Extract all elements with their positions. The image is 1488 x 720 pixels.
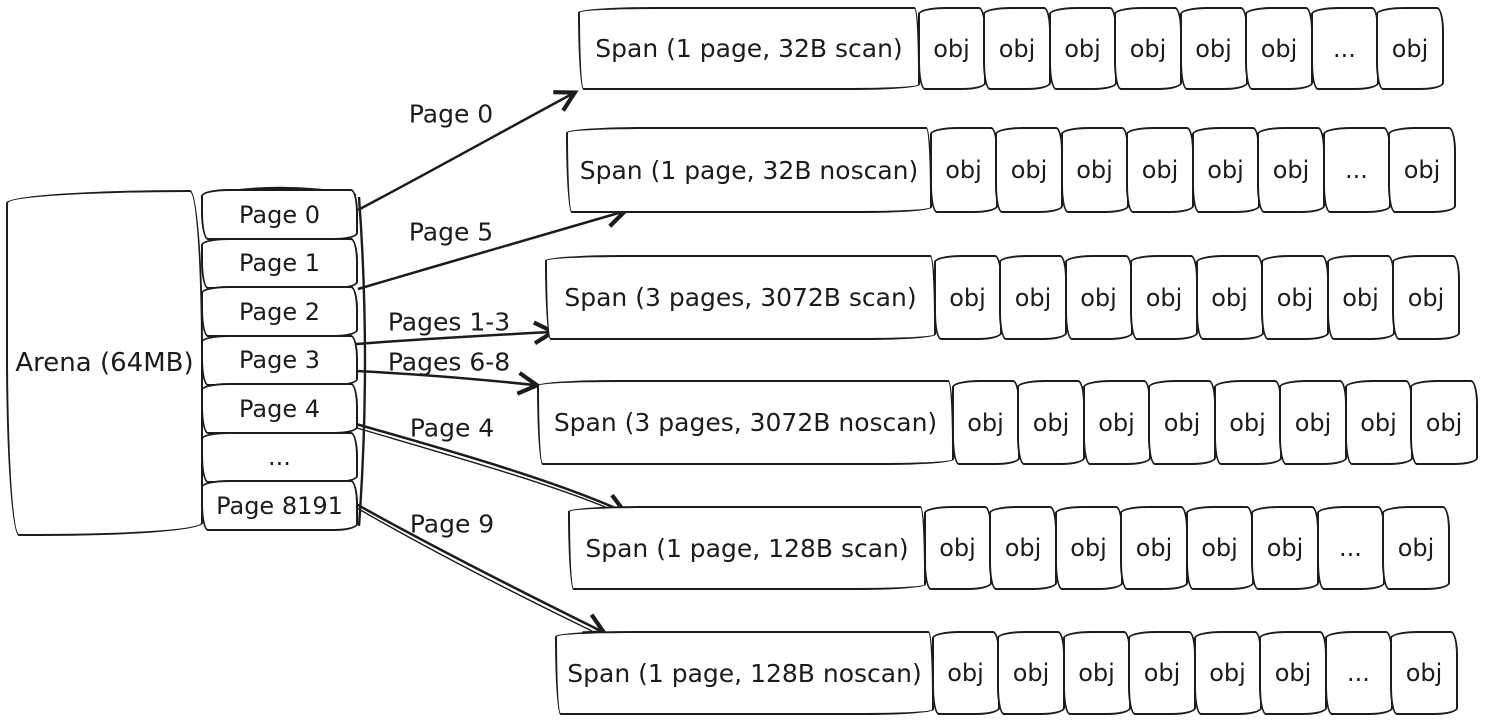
- obj-cell: obj: [1382, 506, 1450, 590]
- obj-cell: obj: [1376, 7, 1444, 90]
- obj-cell-ellipsis: ...: [1310, 7, 1379, 90]
- stack-right-bow: [357, 196, 367, 527]
- obj-cell: obj: [989, 506, 1057, 590]
- arrow-label-page0: Page 0: [408, 99, 494, 129]
- span-row-3072b-scan: Span (3 pages, 3072B scan) obj obj obj o…: [545, 255, 1460, 340]
- obj-cell: obj: [1410, 380, 1478, 465]
- obj-cell: obj: [1185, 506, 1254, 590]
- span-row-32b-scan: Span (1 page, 32B scan) obj obj obj obj …: [578, 7, 1444, 90]
- span-row-3072b-noscan: Span (3 pages, 3072B noscan) obj obj obj…: [537, 380, 1478, 465]
- obj-cell: obj: [1191, 127, 1260, 213]
- obj-cell: obj: [1126, 127, 1194, 213]
- obj-cell: obj: [995, 127, 1063, 213]
- obj-cell: obj: [997, 631, 1065, 715]
- span-row-32b-noscan: Span (1 page, 32B noscan) obj obj obj ob…: [566, 127, 1456, 213]
- obj-cell-ellipsis: ...: [1324, 631, 1393, 715]
- obj-cell: obj: [1388, 127, 1456, 213]
- obj-cell: obj: [1054, 506, 1123, 590]
- obj-cell: obj: [1251, 506, 1319, 590]
- arena-label: Arena (64MB): [15, 348, 194, 378]
- obj-cell: obj: [1082, 380, 1151, 465]
- page-cell: Page 2: [201, 286, 358, 337]
- span-label: Span (1 page, 128B scan): [568, 506, 926, 590]
- arena-box: Arena (64MB): [6, 190, 203, 536]
- span-label: Span (1 page, 32B noscan): [566, 127, 932, 213]
- obj-cell: obj: [931, 631, 1000, 715]
- arrow-label-pages13: Pages 1-3: [387, 307, 511, 337]
- obj-cell: obj: [1179, 7, 1248, 90]
- span-label: Span (3 pages, 3072B noscan): [537, 380, 954, 465]
- obj-cell: obj: [1279, 380, 1347, 465]
- obj-cell: obj: [1114, 7, 1182, 90]
- obj-cell: obj: [1213, 380, 1282, 465]
- span-label: Span (3 pages, 3072B scan): [545, 255, 936, 340]
- span-label: Span (1 page, 128B noscan): [555, 631, 934, 715]
- obj-cell: obj: [999, 255, 1067, 340]
- span-row-128b-scan: Span (1 page, 128B scan) obj obj obj obj…: [568, 506, 1450, 590]
- obj-cell: obj: [951, 380, 1020, 465]
- obj-cell: obj: [1128, 631, 1196, 715]
- page-cell: Page 3: [201, 334, 358, 386]
- page-cell: Page 0: [201, 189, 358, 240]
- obj-cell-ellipsis: ...: [1322, 127, 1391, 213]
- obj-cell: obj: [1261, 255, 1329, 340]
- obj-cell: obj: [1245, 7, 1313, 90]
- obj-cell: obj: [1392, 255, 1460, 340]
- obj-cell: obj: [1195, 255, 1264, 340]
- obj-cell: obj: [1062, 631, 1131, 715]
- arrow-label-page5: Page 5: [408, 217, 494, 247]
- page-cell: Page 8191: [201, 480, 358, 531]
- obj-cell: obj: [1326, 255, 1395, 340]
- page-cell: Page 4: [201, 383, 358, 434]
- obj-cell: obj: [1193, 631, 1262, 715]
- obj-cell: obj: [917, 7, 986, 90]
- obj-cell: obj: [1390, 631, 1458, 715]
- obj-cell: obj: [1060, 127, 1129, 213]
- span-row-128b-noscan: Span (1 page, 128B noscan) obj obj obj o…: [555, 631, 1458, 715]
- obj-cell: obj: [1048, 7, 1117, 90]
- arrow-label-pages68: Pages 6-8: [387, 347, 511, 377]
- obj-cell: obj: [1257, 127, 1325, 213]
- page-cell: Page 1: [201, 237, 358, 289]
- obj-cell: obj: [1148, 380, 1216, 465]
- obj-cell: obj: [1017, 380, 1085, 465]
- obj-cell: obj: [923, 506, 992, 590]
- obj-cell: obj: [983, 7, 1051, 90]
- obj-cell: obj: [1120, 506, 1188, 590]
- obj-cell: obj: [1259, 631, 1327, 715]
- arrow-label-page9: Page 9: [409, 509, 495, 539]
- page-cell-ellipsis: ...: [201, 431, 358, 483]
- span-label: Span (1 page, 32B scan): [578, 7, 920, 90]
- obj-cell: obj: [1064, 255, 1133, 340]
- obj-cell: obj: [933, 255, 1002, 340]
- obj-cell-ellipsis: ...: [1316, 506, 1385, 590]
- obj-cell: obj: [1344, 380, 1413, 465]
- obj-cell: obj: [1130, 255, 1198, 340]
- page-stack: Page 0 Page 1 Page 2 Page 3 Page 4 ... P…: [201, 189, 358, 531]
- obj-cell: obj: [929, 127, 998, 213]
- arrow-label-page4: Page 4: [409, 413, 495, 443]
